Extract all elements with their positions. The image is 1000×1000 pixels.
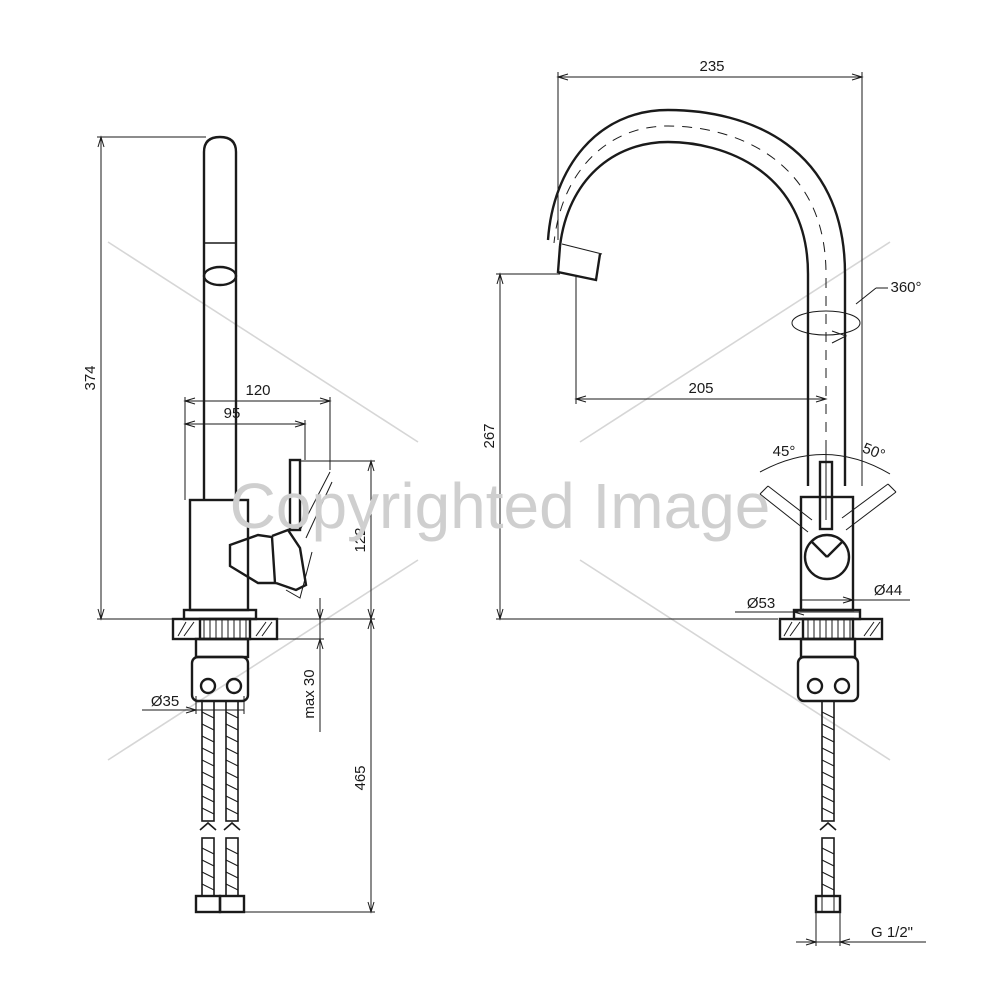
dim-body-diameter: Ø44 bbox=[801, 582, 910, 604]
dim-label-d35: Ø35 bbox=[151, 693, 179, 710]
side-hoses bbox=[194, 700, 246, 914]
dim-label-95: 95 bbox=[224, 405, 241, 422]
dim-label-122: 122 bbox=[352, 527, 369, 552]
watermark-text: Copyrighted Image bbox=[230, 470, 771, 542]
dim-spout-height: 267 bbox=[481, 272, 778, 621]
side-spout bbox=[202, 135, 238, 500]
dim-label-d53: Ø53 bbox=[747, 595, 775, 612]
dim-label-50: 50° bbox=[860, 440, 887, 464]
side-handle bbox=[228, 458, 333, 599]
dim-label-465: 465 bbox=[352, 765, 369, 790]
dim-label-205: 205 bbox=[688, 380, 713, 397]
dim-label-267: 267 bbox=[481, 423, 498, 448]
dim-width-outer: 120 bbox=[183, 382, 332, 500]
front-spout bbox=[546, 108, 847, 486]
side-view: 374 120 95 122 bbox=[82, 135, 375, 914]
dim-hose-length: 465 bbox=[244, 617, 375, 914]
dim-handle-height: 122 bbox=[278, 459, 375, 621]
watermark-lines bbox=[107, 241, 891, 761]
dim-label-d44: Ø44 bbox=[874, 582, 902, 599]
side-base bbox=[171, 608, 279, 703]
dim-height-total: 374 bbox=[82, 135, 206, 621]
front-hose bbox=[814, 700, 842, 914]
dim-label-360: 360° bbox=[890, 279, 921, 296]
front-view: 360° 45° 50° bbox=[481, 58, 926, 946]
dim-flange-diameter: Ø53 bbox=[735, 595, 860, 616]
rotation-indicator: 360° bbox=[791, 279, 922, 344]
dim-base-diameter: Ø35 bbox=[142, 693, 245, 714]
dim-label-120: 120 bbox=[245, 382, 270, 399]
front-base bbox=[778, 608, 884, 703]
dim-thread: G 1/2" bbox=[796, 912, 926, 946]
dim-width-inner: 95 bbox=[183, 405, 307, 460]
dim-label-45: 45° bbox=[773, 443, 796, 460]
dim-label-374: 374 bbox=[82, 365, 99, 390]
dim-label-max30: max 30 bbox=[301, 669, 318, 718]
dim-counter-max: max 30 bbox=[277, 598, 324, 732]
dim-spout-reach: 205 bbox=[574, 276, 828, 404]
dim-label-thread: G 1/2" bbox=[871, 924, 913, 941]
dim-label-235: 235 bbox=[699, 58, 724, 75]
dim-reach-total: 235 bbox=[556, 58, 864, 486]
